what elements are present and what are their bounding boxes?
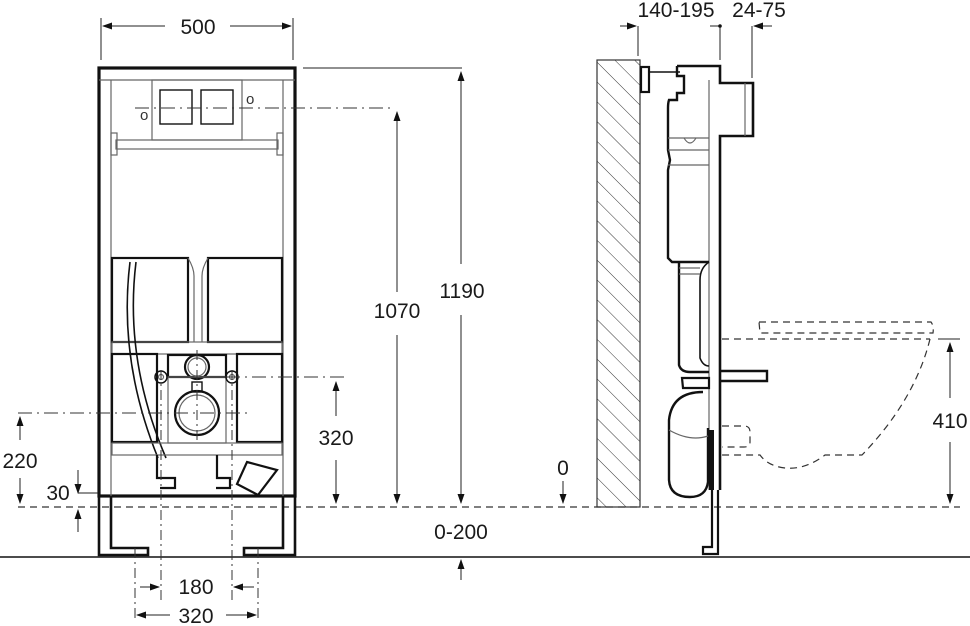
svg-text:o: o	[246, 91, 254, 108]
side-view-dimensions: 140-195 24-75 0 410	[557, 0, 968, 504]
dim-outlet-height: 220	[2, 450, 37, 473]
wall-section	[596, 59, 641, 508]
dim-flush-height: 1070	[374, 300, 421, 323]
front-view: o o	[18, 66, 462, 622]
dim-plate-depth: 24-75	[732, 0, 786, 22]
side-view	[596, 26, 960, 556]
flush-cistern-top	[151, 79, 243, 141]
dim-total-height: 1190	[439, 280, 484, 303]
dim-bowl-height: 410	[932, 410, 967, 433]
svg-text:o: o	[140, 107, 148, 124]
dim-foot-offset: 30	[46, 482, 69, 505]
dim-bolt-inner: 180	[178, 576, 213, 599]
toilet-bowl-outline	[722, 338, 931, 469]
flush-button-right	[200, 89, 234, 125]
dim-width: 500	[180, 16, 215, 39]
frame-outer	[97, 66, 297, 498]
dim-drain-height: 320	[318, 427, 353, 450]
front-view-dimensions: 500 1070 1190 320 220 30 180 320 0-200	[2, 16, 487, 626]
dim-zero-level: 0	[557, 457, 569, 480]
flush-button-left	[159, 89, 193, 125]
dim-wall-distance: 140-195	[637, 0, 714, 22]
dim-floor-adjust: 0-200	[434, 521, 488, 544]
reference-lines	[0, 506, 970, 558]
dim-bolt-outer: 320	[178, 605, 213, 626]
